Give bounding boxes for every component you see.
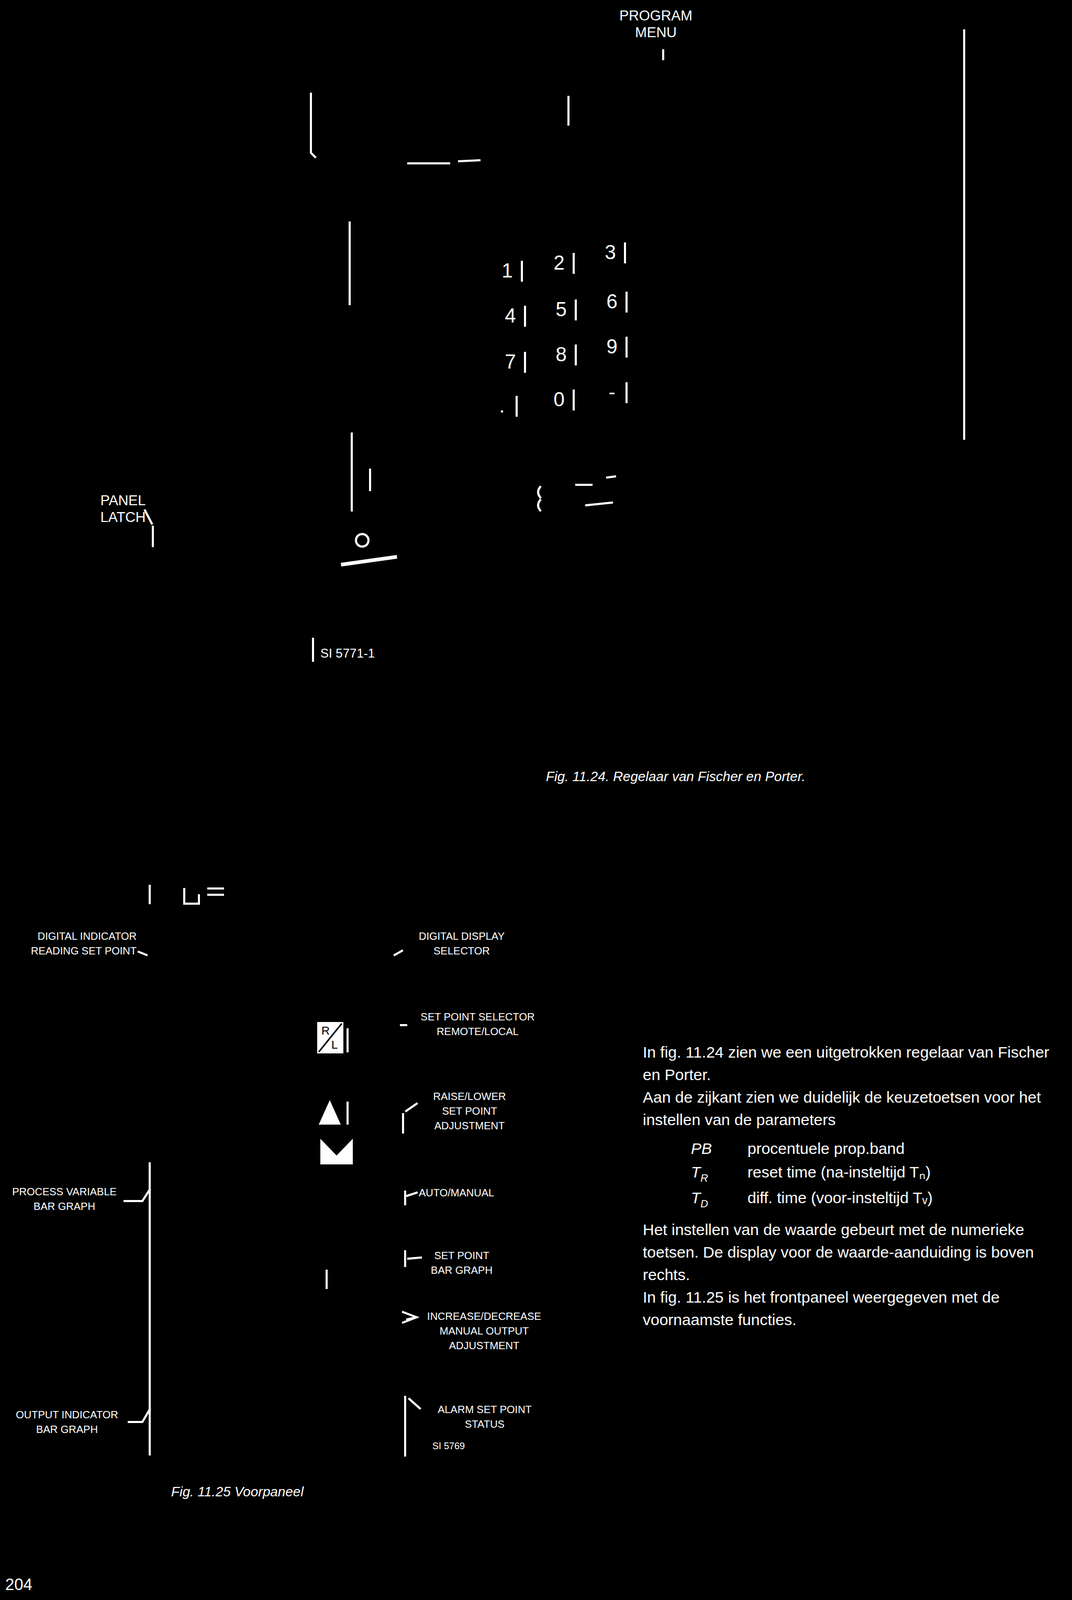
latch-knob	[355, 533, 369, 547]
part-label: DIGITAL DISPLAY SELECTOR	[404, 928, 520, 958]
part-label: PANEL LATCH	[88, 492, 158, 527]
parameter-description: procentuele prop.band	[747, 1136, 905, 1160]
page-number: 204	[5, 1574, 33, 1594]
key-bar	[346, 1102, 349, 1124]
panel-edge	[148, 885, 151, 903]
figure-caption: Fig. 11.25 Voorpaneel	[171, 1483, 304, 1500]
body-text: In fig. 11.24 zien we een uitgetrokken r…	[642, 1040, 1068, 1086]
key-label: 4	[504, 304, 516, 329]
key-label: 9	[606, 335, 618, 360]
leader-line	[403, 1311, 417, 1323]
leader-line	[405, 1191, 417, 1204]
latch-handle	[342, 556, 396, 565]
front-panel-drawing	[124, 885, 421, 1456]
panel-edge	[351, 433, 371, 511]
latch-leader	[144, 510, 153, 546]
leader-line	[128, 1409, 150, 1422]
key-letter: R	[321, 1023, 330, 1038]
key-label: -	[608, 380, 616, 405]
leader-line	[138, 951, 147, 955]
symbol-subscript: D	[700, 1197, 708, 1210]
parameter-symbol: TR	[690, 1160, 748, 1186]
display-symbol	[184, 888, 223, 904]
part-label: AUTO/MANUAL	[418, 1185, 495, 1200]
panel-edge	[348, 222, 351, 305]
remote-local-key	[318, 1022, 343, 1053]
body-column: In fig. 11.24 zien we een uitgetrokken r…	[642, 1040, 1068, 1331]
figure-caption: Fig. 11.24. Regelaar van Fischer en Port…	[545, 767, 806, 786]
leader-line	[405, 1396, 420, 1456]
key-label: 6	[606, 289, 618, 315]
body-text: Aan de zijkant zien we duidelijk de keuz…	[642, 1085, 1068, 1131]
controller-drawing	[144, 30, 965, 661]
symbol-letter: PB	[690, 1139, 712, 1157]
parameter-description: diff. time (voor-insteltijd Tᵥ)	[747, 1186, 933, 1209]
symbol-subscript: R	[700, 1171, 708, 1184]
panel-edge	[408, 160, 480, 164]
figure-code: SI 5771-1	[320, 645, 375, 662]
parameter-row: PB procentuele prop.band	[642, 1136, 1068, 1160]
panel-detail	[576, 476, 616, 506]
key-label: 1	[501, 259, 513, 284]
menu-label: PROGRAM MENU	[616, 7, 696, 42]
body-text: In fig. 11.25 is het frontpaneel weergeg…	[642, 1285, 1068, 1331]
key-label: 3	[604, 240, 616, 265]
part-label: OUTPUT INDICATOR BAR GRAPH	[6, 1407, 128, 1437]
parameter-symbol: TD	[690, 1186, 748, 1211]
key-letter: L	[331, 1037, 338, 1052]
key-label: 5	[555, 297, 567, 322]
part-label: SET POINT SELECTOR REMOTE/LOCAL	[408, 1009, 547, 1039]
leader-line	[400, 1023, 407, 1026]
leader-line	[403, 1103, 417, 1133]
part-label: DIGITAL INDICATOR READING SET POINT	[3, 928, 137, 958]
parameter-symbol: PB	[690, 1136, 748, 1160]
raise-key	[320, 1102, 340, 1124]
symbol-letter: T	[690, 1163, 701, 1181]
part-label: PROCESS VARIABLE BAR GRAPH	[4, 1184, 125, 1214]
housing-edge	[963, 30, 966, 439]
key-label: 8	[555, 342, 567, 367]
body-text: Het instellen van de waarde gebeurt met …	[642, 1218, 1068, 1286]
figure-code: SI 5769	[432, 1440, 465, 1453]
key-label: .	[499, 394, 506, 419]
bar-graph-mark	[325, 1270, 328, 1288]
leader-line	[405, 1251, 421, 1266]
parameter-description: reset time (na-insteltijd Tₙ)	[747, 1160, 931, 1183]
part-label: ALARM SET POINT STATUS	[427, 1401, 543, 1432]
part-label: RAISE/LOWER SET POINT ADJUSTMENT	[425, 1088, 515, 1133]
housing-edge	[567, 96, 570, 125]
key-label: 0	[553, 387, 565, 412]
housing-edge	[310, 93, 316, 158]
lower-key	[321, 1141, 352, 1164]
key-bar	[346, 1029, 349, 1052]
figure-tick	[311, 638, 315, 661]
key-label: 7	[504, 350, 516, 375]
parameter-row: TDdiff. time (voor-insteltijd Tᵥ)	[642, 1186, 1068, 1211]
parameter-row: TRreset time (na-insteltijd Tₙ)	[642, 1160, 1068, 1186]
panel-detail	[538, 486, 541, 511]
leader-line	[124, 1189, 150, 1201]
key-divider	[319, 1023, 342, 1052]
leader-line	[394, 950, 402, 955]
part-label: INCREASE/DECREASE MANUAL OUTPUT ADJUSTME…	[418, 1308, 550, 1353]
part-label: SET POINT BAR GRAPH	[425, 1247, 499, 1278]
menu-tick	[662, 50, 665, 60]
symbol-letter: T	[690, 1188, 701, 1206]
key-label: 2	[553, 251, 565, 276]
